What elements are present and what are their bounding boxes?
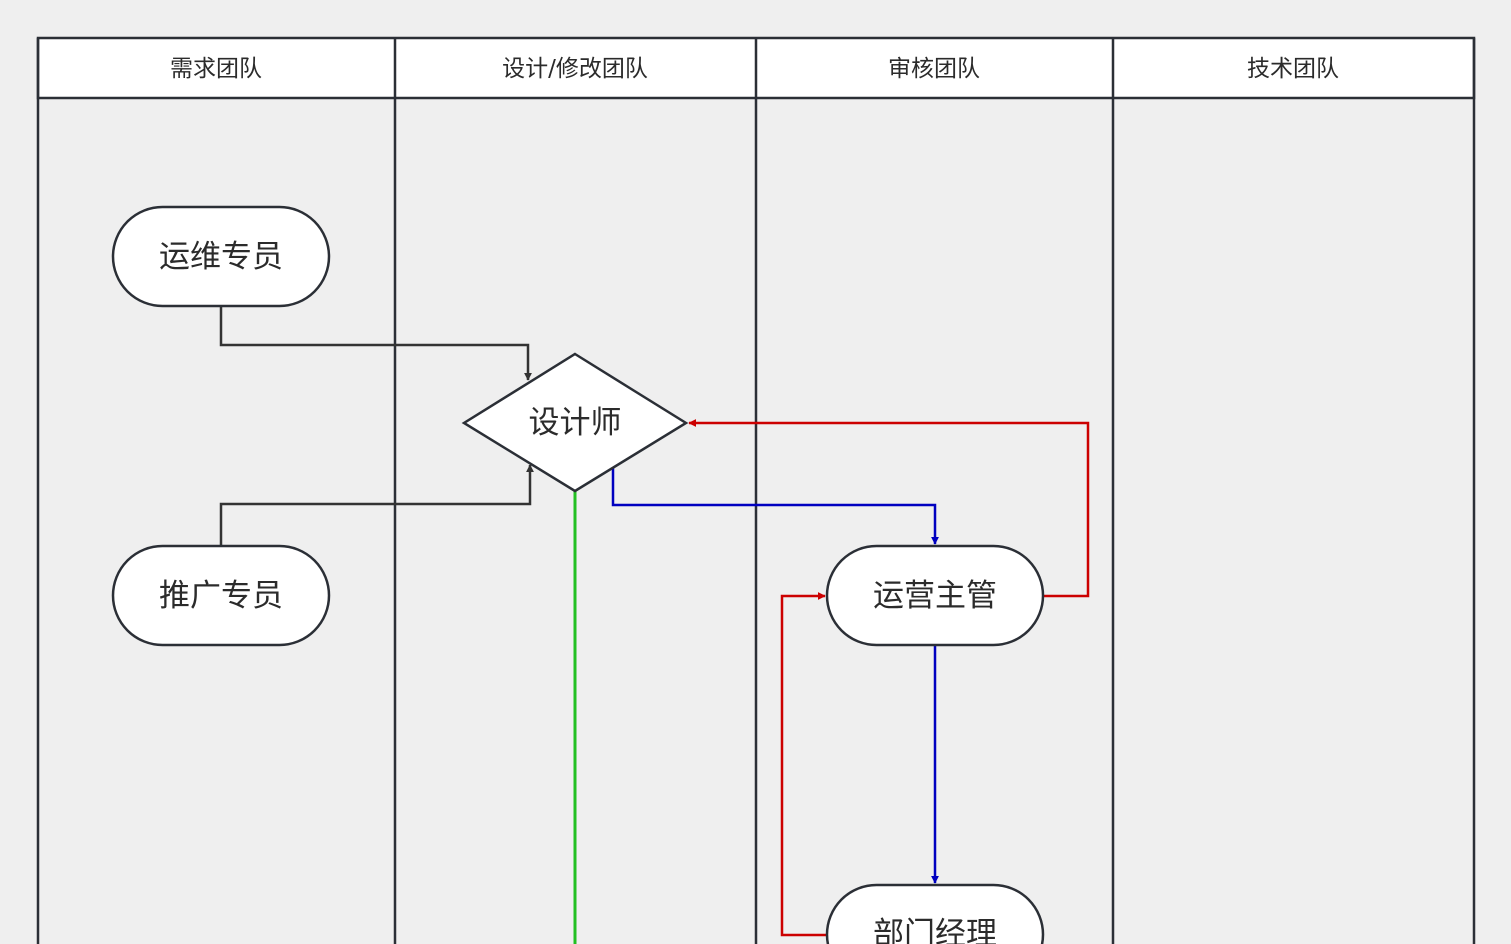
lane-title-demand: 需求团队 xyxy=(170,56,262,82)
node-promo-specialist-label: 推广专员 xyxy=(159,578,283,614)
connector-ops-to-designer xyxy=(219,306,532,381)
node-ops-supervisor-label: 运营主管 xyxy=(873,578,997,614)
lane-title-design: 设计/修改团队 xyxy=(502,56,648,82)
node-promo-specialist-shape xyxy=(111,544,331,647)
lane-title-tech: 技术团队 xyxy=(1247,56,1339,82)
node-dept-manager-shape xyxy=(825,883,1045,944)
node-designer[interactable]: 设计师 xyxy=(461,352,689,493)
connector-supervisor-to-designer xyxy=(688,419,1090,598)
connector-designer-to-supervisor xyxy=(611,467,939,545)
node-ops-specialist-shape xyxy=(111,205,331,308)
node-dept-manager[interactable]: 部门经理 xyxy=(825,883,1045,944)
node-designer-shape xyxy=(461,352,689,493)
node-dept-manager-label: 部门经理 xyxy=(873,916,997,944)
node-designer-label: 设计师 xyxy=(529,405,622,441)
node-ops-supervisor[interactable]: 运营主管 xyxy=(825,544,1045,647)
node-ops-specialist[interactable]: 运维专员 xyxy=(111,205,331,308)
connector-manager-to-supervisor xyxy=(780,592,827,937)
swimlane-frame xyxy=(36,36,1476,944)
lane-title-review: 审核团队 xyxy=(888,56,980,82)
node-ops-supervisor-shape xyxy=(825,544,1045,647)
connector-promo-to-designer xyxy=(219,464,534,545)
node-ops-specialist-label: 运维专员 xyxy=(159,239,283,275)
node-promo-specialist[interactable]: 推广专员 xyxy=(111,544,331,647)
